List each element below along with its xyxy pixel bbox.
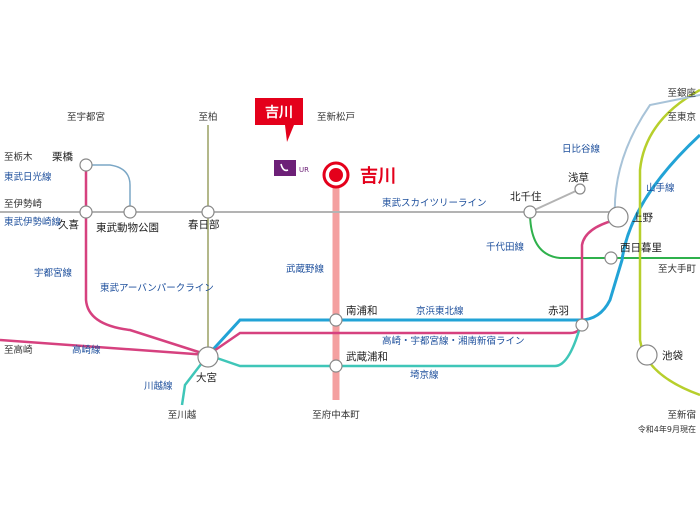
dest-otemachi: 至大手町 bbox=[658, 263, 697, 275]
station-kurihashi-label: 栗橋 bbox=[52, 150, 73, 163]
station-tobu-dobutsu-koen-label: 東武動物公園 bbox=[96, 221, 159, 234]
ginza-line bbox=[613, 94, 700, 219]
dest-utsunomiya: 至宇都宮 bbox=[67, 111, 105, 123]
ur-logo: UR bbox=[274, 160, 309, 176]
station-akabane-label: 赤羽 bbox=[548, 305, 569, 317]
station-kitasenju-label: 北千住 bbox=[510, 190, 542, 203]
station-kitasenju-dot bbox=[523, 205, 537, 219]
line-tobu-skytree-label: 東武スカイツリーライン bbox=[382, 197, 487, 209]
station-nishi-nippori-dot bbox=[604, 251, 618, 265]
line-yamanote-label: 山手線 bbox=[646, 182, 675, 194]
dest-shinjuku: 至新宿 bbox=[667, 409, 696, 421]
dest-kashiwa: 至柏 bbox=[198, 111, 217, 123]
line-takasaki-label: 高崎線 bbox=[72, 344, 101, 356]
dest-tochigi: 至栃木 bbox=[4, 151, 33, 163]
hibiya-asakusa-branch bbox=[529, 189, 579, 213]
station-kasukabe-dot bbox=[201, 205, 215, 219]
station-tobu-dobutsu-koen-dot bbox=[123, 205, 137, 219]
station-kurihashi-dot bbox=[79, 158, 93, 172]
kawagoe-line bbox=[180, 354, 209, 406]
line-hibiya-label: 日比谷線 bbox=[562, 143, 601, 155]
station-asakusa-dot bbox=[574, 183, 586, 195]
tobu-nikko-line bbox=[86, 164, 131, 212]
dest-takasaki: 至高崎 bbox=[4, 344, 33, 356]
dest-ginza: 至銀座 bbox=[667, 87, 696, 99]
line-chiyoda-label: 千代田線 bbox=[486, 241, 525, 253]
station-kuki-dot bbox=[79, 205, 93, 219]
date-note: 令和4年9月現在 bbox=[638, 424, 696, 434]
line-tobu-urban-park-label: 東武アーバンパークライン bbox=[100, 282, 214, 294]
line-tobu-nikko-label: 東武日光線 bbox=[4, 171, 52, 183]
line-tobu-isesaki-label: 東武伊勢崎線 bbox=[4, 216, 62, 228]
chiyoda-line bbox=[529, 211, 700, 259]
line-utsunomiya-label: 宇都宮線 bbox=[34, 267, 73, 279]
dest-kawagoe: 至川越 bbox=[168, 409, 197, 421]
dest-shin-matsudo: 至新松戸 bbox=[317, 111, 355, 123]
station-musashi-urawa-label: 武蔵浦和 bbox=[346, 350, 388, 363]
station-yoshikawa-label: 吉川 bbox=[360, 165, 396, 187]
yamanote-line bbox=[638, 88, 700, 397]
title-tag-text: 吉川 bbox=[265, 104, 293, 121]
station-minami-urawa-dot bbox=[329, 313, 343, 327]
dest-tokyo: 至東京 bbox=[667, 111, 696, 123]
station-musashi-urawa-dot bbox=[329, 359, 343, 373]
station-kuki-label: 久喜 bbox=[58, 218, 79, 231]
station-ueno-dot bbox=[607, 206, 629, 228]
station-akabane-dot bbox=[575, 318, 589, 332]
line-keihin-tohoku-label: 京浜東北線 bbox=[416, 305, 464, 317]
line-kawagoe-label: 川越線 bbox=[144, 380, 173, 392]
line-takasaki-combo-label: 高崎・宇都宮線・湘南新宿ライン bbox=[382, 335, 525, 347]
station-ikebukuro-dot bbox=[636, 344, 658, 366]
line-musashino-label: 武蔵野線 bbox=[286, 263, 325, 275]
title-tag-callout: 吉川 bbox=[255, 98, 303, 142]
takasaki-line bbox=[0, 338, 209, 357]
station-yoshikawa-marker-core bbox=[329, 168, 343, 182]
keihin-tohoku-line bbox=[206, 133, 700, 357]
station-kasukabe-label: 春日部 bbox=[188, 218, 220, 231]
station-omiya-label: 大宮 bbox=[196, 371, 217, 384]
dest-fuchu-hommachi: 至府中本町 bbox=[312, 409, 360, 421]
station-omiya-dot bbox=[197, 346, 219, 368]
station-asakusa-label: 浅草 bbox=[568, 171, 589, 184]
ur-logo-text: UR bbox=[299, 166, 309, 174]
takasaki-combo-line bbox=[207, 218, 616, 357]
station-nishi-nippori-label: 西日暮里 bbox=[620, 241, 662, 254]
dest-isesaki: 至伊勢崎 bbox=[4, 198, 43, 210]
station-ueno-label: 上野 bbox=[632, 212, 653, 224]
utsunomiya-line bbox=[84, 165, 209, 357]
station-minami-urawa-label: 南浦和 bbox=[346, 304, 378, 317]
station-ikebukuro-label: 池袋 bbox=[662, 349, 683, 362]
line-saikyo-label: 埼京線 bbox=[410, 369, 439, 381]
